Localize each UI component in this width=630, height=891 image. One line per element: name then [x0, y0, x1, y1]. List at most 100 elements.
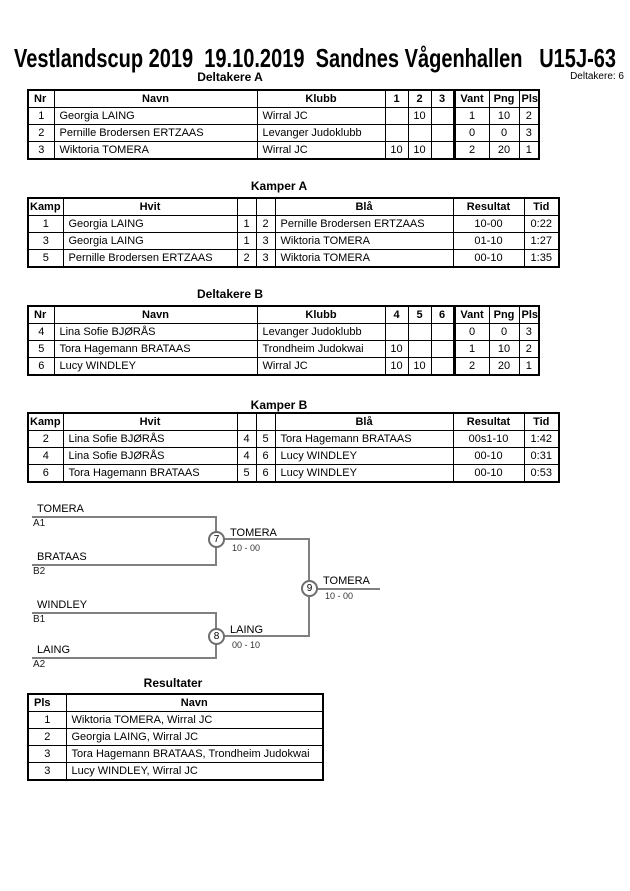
bracket-slot-name: WINDLEY	[37, 599, 88, 611]
vant-cell: 1	[452, 107, 490, 125]
col-header-blaa-nr	[255, 197, 276, 216]
deltakere-b-table: Nr Navn Klubb 4 5 6 Vant Png Pls 4 Lina …	[27, 305, 540, 376]
bracket-slot-seed: A1	[33, 518, 46, 529]
table-row: 1 Georgia LAING Wirral JC 10 1 10 2	[27, 107, 540, 125]
kamper-a-table: Kamp Hvit Blå Resultat Tid 1 Georgia LAI…	[27, 197, 560, 268]
hvit-cell: Pernille Brodersen ERTZAAS	[62, 249, 238, 268]
resultat-cell: 00-10	[452, 249, 525, 268]
col-header-tid: Tid	[523, 412, 560, 431]
bracket-match-score: 00 - 10	[232, 640, 261, 650]
col-header-vant: Vant	[452, 305, 490, 324]
col-header-tid: Tid	[523, 197, 560, 216]
col-header-hvit: Hvit	[62, 197, 238, 216]
col-header-hvit: Hvit	[62, 412, 238, 431]
navn-cell: Wiktoria TOMERA	[53, 141, 258, 160]
table-header-row: Nr Navn Klubb 1 2 3 Vant Png Pls	[27, 89, 540, 108]
resultater-table: Pls Navn 1 Wiktoria TOMERA, Wirral JC 2 …	[27, 693, 324, 781]
pls-cell: 2	[27, 728, 67, 746]
kamp-cell: 6	[27, 464, 64, 483]
hvit-nr-cell: 1	[236, 215, 257, 233]
col-header-klubb: Klubb	[256, 89, 386, 108]
score-cell: 10	[384, 340, 409, 358]
hvit-nr-cell: 1	[236, 232, 257, 250]
klubb-cell: Trondheim Judokwai	[256, 340, 386, 358]
col-header-5: 5	[407, 305, 432, 324]
hvit-cell: Lina Sofie BJØRÅS	[62, 447, 238, 465]
score-cell	[430, 107, 455, 125]
pls-cell: 1	[27, 711, 67, 729]
col-header-4: 4	[384, 305, 409, 324]
hvit-cell: Lina Sofie BJØRÅS	[62, 430, 238, 448]
navn-cell: Lucy WINDLEY	[53, 357, 258, 376]
score-cell	[407, 340, 432, 358]
kamp-cell: 3	[27, 232, 64, 250]
hvit-nr-cell: 4	[236, 447, 257, 465]
bracket-line	[32, 612, 217, 614]
col-header-navn: Navn	[65, 693, 324, 712]
bracket-winner-name: TOMERA	[323, 575, 370, 587]
bracket-line	[32, 516, 217, 518]
col-header-2: 2	[407, 89, 432, 108]
resultat-cell: 00-10	[452, 464, 525, 483]
bracket-line	[32, 564, 217, 566]
tid-cell: 0:22	[523, 215, 560, 233]
col-header-blaa: Blå	[274, 412, 454, 431]
col-header-blaa-nr	[255, 412, 276, 431]
bracket-slot-seed: B1	[33, 614, 46, 625]
tid-cell: 1:42	[523, 430, 560, 448]
table-row: 4 Lina Sofie BJØRÅS 4 6 Lucy WINDLEY 00-…	[27, 447, 560, 465]
score-cell	[430, 340, 455, 358]
score-cell: 10	[407, 141, 432, 160]
col-header-nr: Nr	[27, 89, 55, 108]
bracket-winner-name: TOMERA	[230, 527, 277, 539]
png-cell: 10	[488, 107, 520, 125]
nr-cell: 1	[27, 107, 55, 125]
blaa-nr-cell: 5	[255, 430, 276, 448]
col-header-6: 6	[430, 305, 455, 324]
hvit-nr-cell: 2	[236, 249, 257, 268]
table-row: 3 Tora Hagemann BRATAAS, Trondheim Judok…	[27, 745, 324, 763]
col-header-hvit-nr	[236, 197, 257, 216]
tid-cell: 1:35	[523, 249, 560, 268]
navn-cell: Lucy WINDLEY, Wirral JC	[65, 762, 324, 781]
vant-cell: 1	[452, 340, 490, 358]
col-header-vant: Vant	[452, 89, 490, 108]
col-header-png: Png	[488, 305, 520, 324]
table-row: 3 Lucy WINDLEY, Wirral JC	[27, 762, 324, 781]
bracket-slot-seed: A2	[33, 659, 46, 670]
score-cell	[384, 323, 409, 341]
blaa-nr-cell: 2	[255, 215, 276, 233]
kamper-b-table: Kamp Hvit Blå Resultat Tid 2 Lina Sofie …	[27, 412, 560, 483]
score-cell	[430, 141, 455, 160]
klubb-cell: Levanger Judoklubb	[256, 323, 386, 341]
table-row: 1 Wiktoria TOMERA, Wirral JC	[27, 711, 324, 729]
match-number-badge: 7	[208, 531, 225, 548]
table-header-row: Kamp Hvit Blå Resultat Tid	[27, 412, 560, 431]
col-header-navn: Navn	[53, 89, 258, 108]
kamp-cell: 5	[27, 249, 64, 268]
col-header-pls: Pls	[518, 89, 540, 108]
score-cell: 10	[384, 357, 409, 376]
section-title-deltakere-a: Deltakere A	[197, 70, 263, 84]
blaa-cell: Lucy WINDLEY	[274, 464, 454, 483]
hvit-cell: Georgia LAING	[62, 232, 238, 250]
vant-cell: 0	[452, 124, 490, 142]
klubb-cell: Wirral JC	[256, 107, 386, 125]
hvit-cell: Georgia LAING	[62, 215, 238, 233]
nr-cell: 5	[27, 340, 55, 358]
score-cell	[407, 124, 432, 142]
hvit-cell: Tora Hagemann BRATAAS	[62, 464, 238, 483]
table-row: 4 Lina Sofie BJØRÅS Levanger Judoklubb 0…	[27, 323, 540, 341]
score-cell	[384, 107, 409, 125]
nr-cell: 3	[27, 141, 55, 160]
kamp-cell: 1	[27, 215, 64, 233]
col-header-klubb: Klubb	[256, 305, 386, 324]
bracket-match-score: 10 - 00	[325, 591, 354, 601]
table-row: 3 Wiktoria TOMERA Wirral JC 10 10 2 20 1	[27, 141, 540, 160]
blaa-nr-cell: 3	[255, 232, 276, 250]
table-header-row: Pls Navn	[27, 693, 324, 712]
resultat-cell: 01-10	[452, 232, 525, 250]
table-row: 5 Pernille Brodersen ERTZAAS 2 3 Wiktori…	[27, 249, 560, 268]
col-header-blaa: Blå	[274, 197, 454, 216]
blaa-nr-cell: 6	[255, 447, 276, 465]
